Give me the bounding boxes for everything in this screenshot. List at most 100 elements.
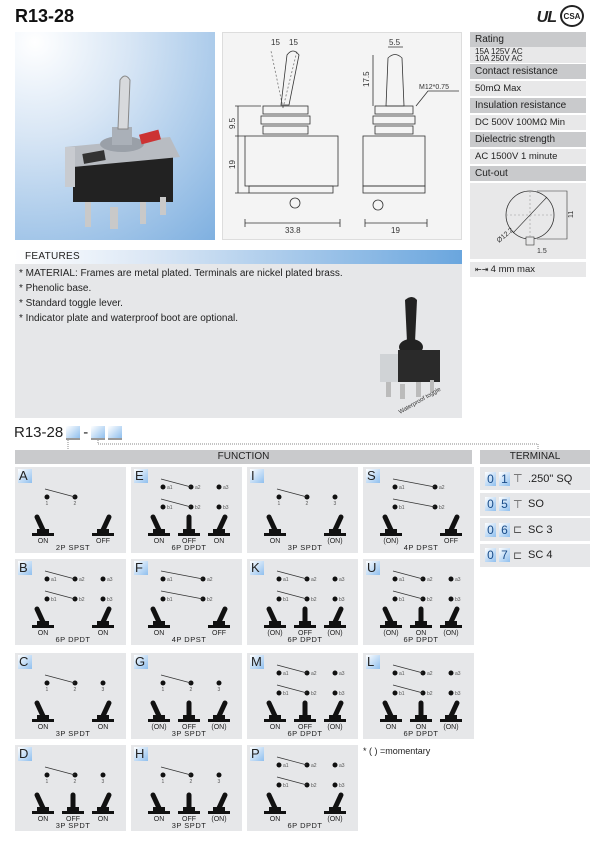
function-type-label: 3P SPDT	[56, 821, 91, 830]
function-type-label: 6P DPDT	[287, 729, 322, 738]
model-prefix: R13-28	[14, 424, 64, 441]
terminal-label: SC 4	[528, 549, 553, 561]
spec-insulation-label: Insulation resistance	[470, 98, 586, 113]
toggle-position-icon	[380, 514, 402, 536]
position-label: ON	[214, 538, 225, 545]
model-code: R13-28 -	[14, 424, 123, 441]
toggle-position-icon	[324, 514, 346, 536]
contact-label: b1	[399, 505, 405, 511]
contact-blade	[276, 590, 308, 600]
toggle-position-icon	[92, 514, 114, 536]
toggle-position-icon	[324, 792, 346, 814]
contact-label: b3	[455, 691, 461, 697]
position-label: ON	[38, 724, 49, 731]
features-header: FEATURES	[15, 250, 462, 264]
terminal-type-icon: ⊏	[513, 524, 523, 536]
function-code: U	[366, 561, 380, 575]
waterproof-toggle-image: Waterproof toggle	[380, 297, 443, 416]
feature-item: * Standard toggle lever.	[19, 298, 123, 309]
contact-blade	[392, 498, 436, 508]
contact-label: a3	[339, 577, 345, 583]
toggle-switch-image	[65, 75, 180, 229]
contact-dot	[276, 690, 282, 696]
terminal-digit-2: 1	[499, 471, 510, 486]
position-label: ON	[154, 538, 165, 545]
toggle-position-icon	[178, 792, 200, 814]
position-label: ON	[154, 816, 165, 823]
terminal-digit-1: 0	[485, 471, 496, 486]
contact-label: b2	[439, 505, 445, 511]
contact-dot	[392, 690, 398, 696]
position-label: ON	[98, 816, 109, 823]
terminal-code-selector-2[interactable]	[108, 425, 123, 440]
contact-label: a3	[339, 671, 345, 677]
contact-label: b1	[167, 597, 173, 603]
contact-label: 3	[334, 501, 337, 507]
contact-dot	[100, 772, 106, 778]
contact-dot	[44, 772, 50, 778]
contact-dot	[160, 576, 166, 582]
momentary-note: * ( ) =momentary	[363, 746, 431, 756]
contact-label: b2	[311, 783, 317, 789]
toggle-position-icon	[32, 792, 54, 814]
ul-logo: UL	[536, 9, 557, 26]
function-code: K	[250, 561, 264, 575]
contact-dot	[276, 494, 282, 500]
function-code: D	[18, 747, 32, 761]
contact-blade	[276, 684, 308, 694]
toggle-position-icon	[62, 792, 84, 814]
toggle-position-icon	[208, 606, 230, 628]
position-label: (ON)	[211, 816, 226, 823]
terminal-type-icon: ⊤	[513, 498, 523, 511]
terminal-code-selector-1[interactable]	[91, 425, 106, 440]
feature-item: * Phenolic base.	[19, 283, 92, 294]
contact-label: b2	[427, 691, 433, 697]
position-label: OFF	[96, 538, 110, 545]
contact-blade	[160, 570, 204, 580]
function-type-label: 3P SPDT	[172, 729, 207, 738]
contact-blade	[276, 488, 308, 498]
terminal-digit-2: 6	[499, 522, 510, 537]
toggle-position-icon	[294, 606, 316, 628]
side-view	[362, 46, 459, 227]
contact-blade	[160, 766, 192, 776]
position-label: (ON)	[443, 724, 458, 731]
contact-label: 2	[190, 687, 193, 693]
contact-label: b3	[339, 597, 345, 603]
contact-dot	[216, 504, 222, 510]
toggle-position-icon	[294, 700, 316, 722]
contact-blade	[44, 766, 76, 776]
function-code-selector[interactable]	[66, 425, 81, 440]
terminal-digit-2: 5	[499, 497, 510, 511]
contact-label: a2	[311, 671, 317, 677]
contact-dot	[392, 596, 398, 602]
contact-label: a2	[311, 763, 317, 769]
contact-dot	[160, 680, 166, 686]
feature-item: * MATERIAL: Frames are metal plated. Ter…	[19, 268, 343, 279]
position-label: OFF	[212, 630, 226, 637]
contact-dot	[216, 484, 222, 490]
contact-label: b1	[283, 691, 289, 697]
contact-label: b1	[283, 783, 289, 789]
contact-dot	[276, 782, 282, 788]
